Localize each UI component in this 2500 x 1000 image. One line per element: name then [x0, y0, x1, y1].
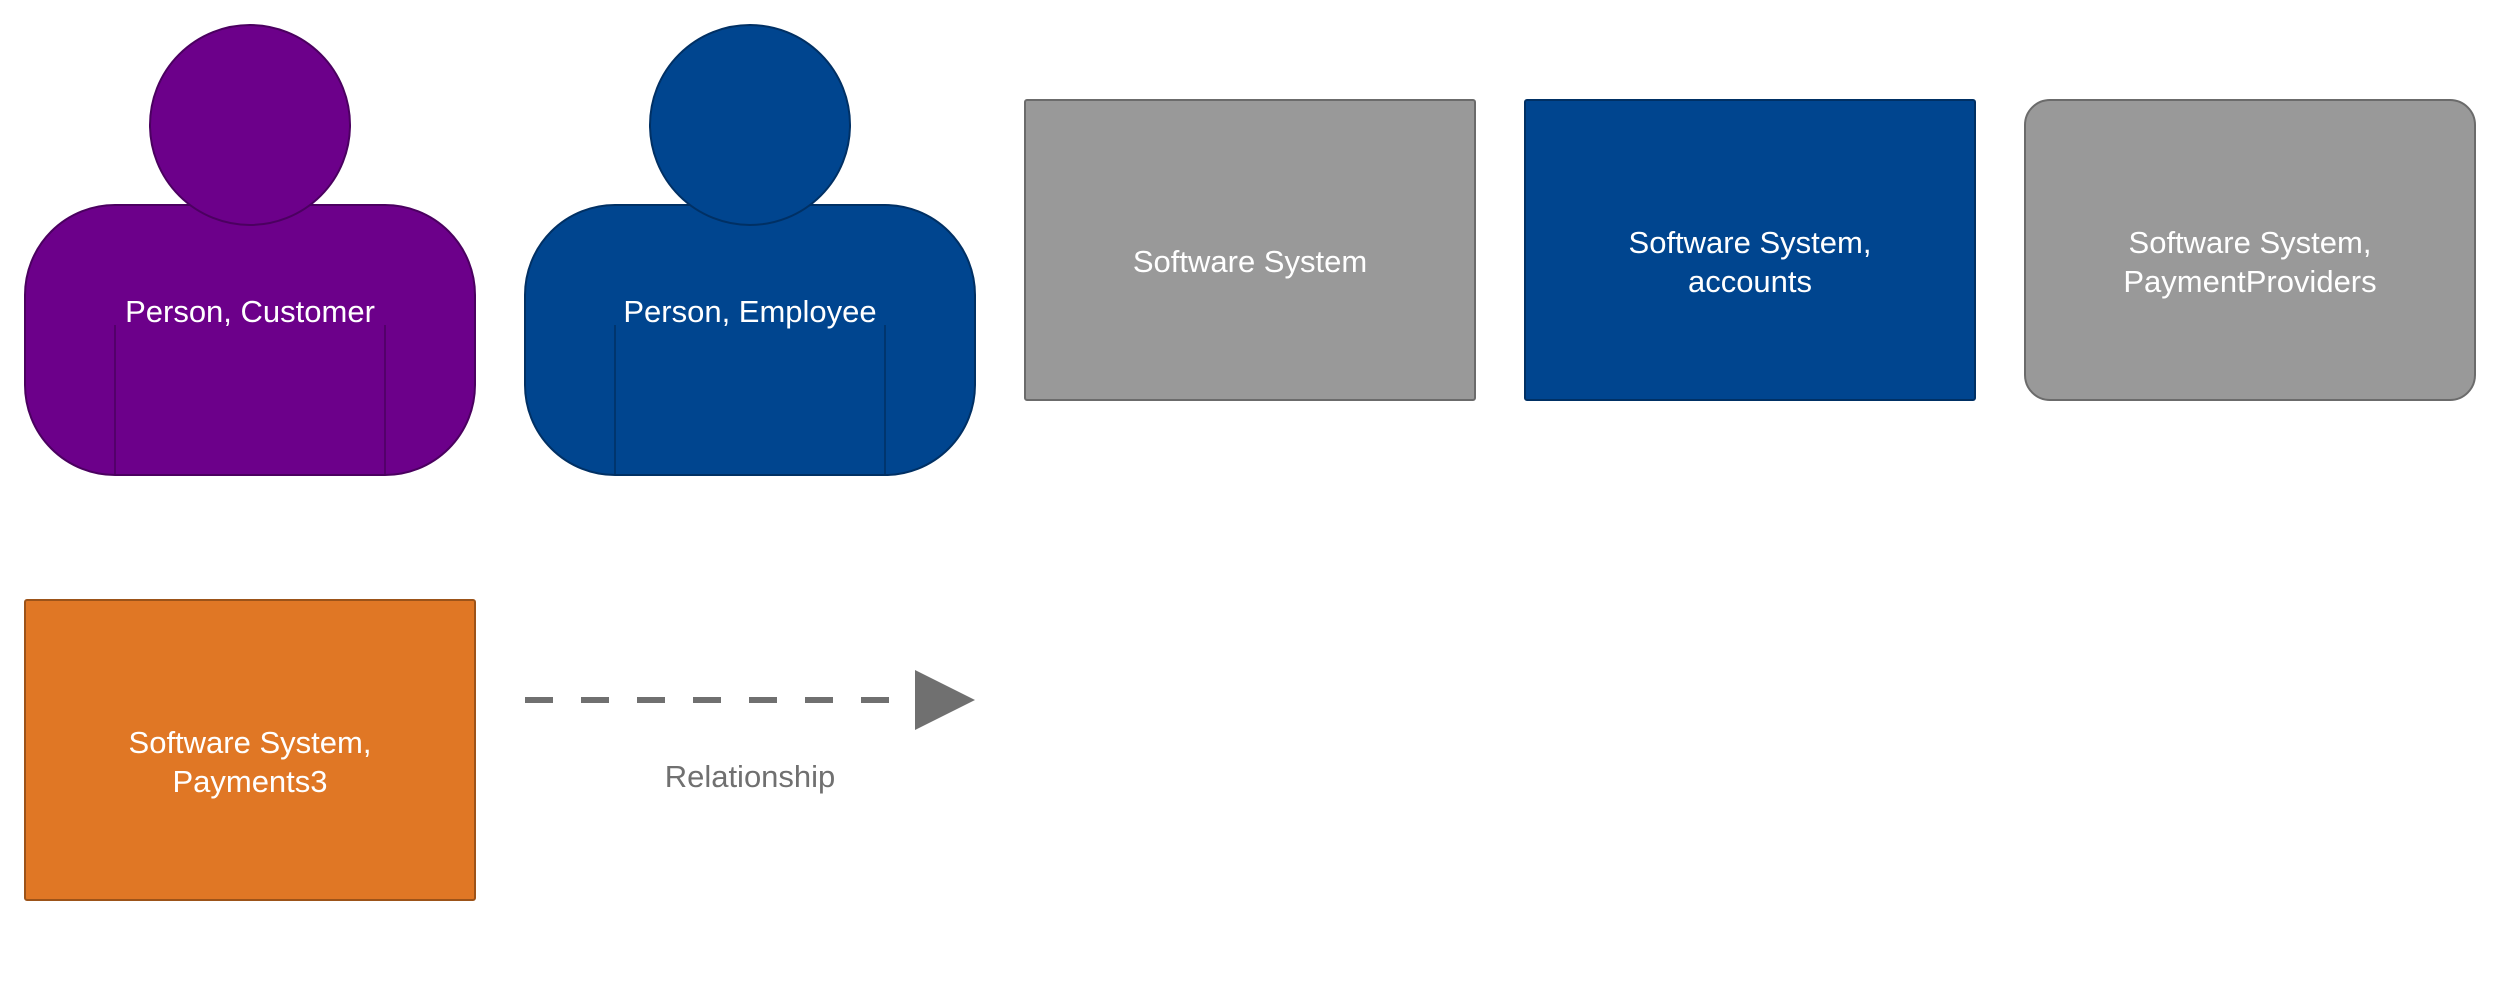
- relationship[interactable]: Relationship: [525, 670, 975, 794]
- person-employee-label: Person, Employee: [623, 294, 876, 329]
- relationship-arrowhead-icon: [915, 670, 975, 730]
- software-system-payments3-box: [24, 599, 476, 901]
- software-system-payment-providers-box: [2024, 99, 2476, 401]
- person-employee-body: [524, 204, 976, 476]
- person-employee-head: [649, 24, 851, 226]
- person-customer-body: [24, 204, 476, 476]
- software-system-accounts[interactable]: Software System, accounts: [1524, 99, 1976, 401]
- software-system-accounts-box: [1524, 99, 1976, 401]
- software-system-payment-providers-label-line2: PaymentProviders: [2123, 264, 2376, 299]
- software-system-label: Software System: [1133, 244, 1367, 279]
- relationship-label: Relationship: [665, 759, 836, 794]
- software-system[interactable]: Software System: [1024, 99, 1476, 401]
- software-system-payment-providers[interactable]: Software System, PaymentProviders: [2024, 99, 2476, 401]
- software-system-payments3-label-line1: Software System,: [129, 725, 372, 760]
- software-system-payments3-label-line2: Payments3: [172, 764, 327, 799]
- person-employee[interactable]: Person, Employee: [524, 24, 976, 476]
- software-system-box: [1024, 99, 1476, 401]
- software-system-accounts-label-line1: Software System,: [1629, 225, 1872, 260]
- software-system-payments3[interactable]: Software System, Payments3: [24, 599, 476, 901]
- software-system-payment-providers-label-line1: Software System,: [2129, 225, 2372, 260]
- person-customer-label: Person, Customer: [125, 294, 375, 329]
- software-system-accounts-label-line2: accounts: [1688, 264, 1812, 299]
- person-customer-head: [149, 24, 351, 226]
- person-customer[interactable]: Person, Customer: [24, 24, 476, 476]
